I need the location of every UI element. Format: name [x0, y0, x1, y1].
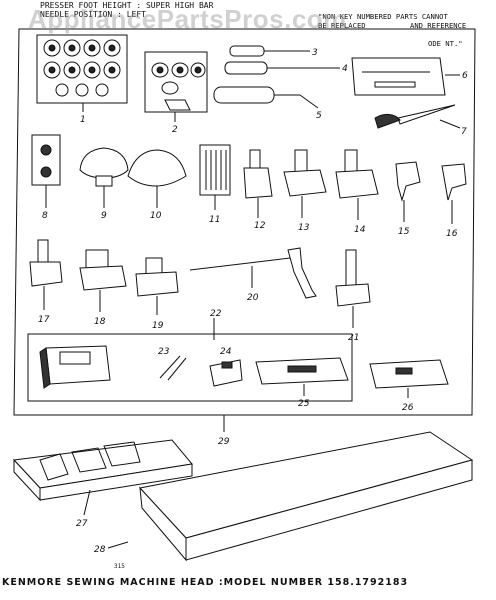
part-4-screwdriver — [224, 61, 340, 75]
label-14: 14 — [354, 225, 366, 235]
part-7-lint-brush — [374, 104, 461, 129]
needle-position-text: NEEDLE POSITION : LEFT — [40, 10, 146, 19]
footer-model-number: KENMORE SEWING MACHINE HEAD :MODEL NUMBE… — [2, 577, 409, 588]
part-13-presser-foot — [283, 149, 327, 218]
small-code: 315 — [114, 563, 125, 570]
label-10: 10 — [150, 211, 162, 221]
part-11-needles — [199, 144, 231, 210]
label-29: 29 — [218, 437, 230, 447]
watermark: AppliancePartsPros.com — [28, 4, 347, 34]
label-17: 17 — [38, 315, 50, 325]
label-28: 28 — [94, 545, 106, 555]
part-14-presser-foot — [335, 149, 379, 220]
label-13: 13 — [298, 223, 310, 233]
label-18: 18 — [94, 317, 106, 327]
part-3-screwdriver — [229, 45, 310, 57]
part-27-accessory-tray — [12, 439, 193, 516]
callout-line-3: AND REFERENCE — [410, 21, 467, 30]
part-25-throat-plate — [255, 357, 349, 396]
part-5-screwdriver — [213, 86, 319, 109]
callout-line-1: "NON KEY NUMBERED PARTS CANNOT — [318, 12, 448, 21]
part-19-presser-foot — [135, 257, 179, 315]
label-6: 6 — [462, 71, 468, 81]
part-20-quilting-guide — [189, 247, 317, 299]
label-11: 11 — [209, 215, 220, 225]
part-18-presser-foot — [79, 249, 127, 312]
part-15-presser-foot — [395, 161, 421, 222]
part-17-presser-foot — [29, 239, 63, 310]
part-8-screws — [31, 134, 61, 208]
part-22-box-contents — [39, 345, 243, 389]
part-2-bobbin-card — [144, 51, 208, 122]
label-3: 3 — [312, 48, 318, 58]
callout-line-2: BE REPLACED — [318, 21, 366, 30]
label-8: 8 — [42, 211, 48, 221]
part-9-spool-cap — [79, 147, 129, 208]
label-19: 19 — [152, 321, 164, 331]
label-25: 25 — [298, 399, 310, 409]
callout-line-4: ODE NT." — [428, 39, 463, 48]
label-21: 21 — [348, 333, 359, 343]
part-6-seam-ripper — [351, 57, 460, 96]
label-26: 26 — [402, 403, 414, 413]
label-20: 20 — [247, 293, 259, 303]
label-7: 7 — [461, 127, 467, 137]
label-15: 15 — [398, 227, 410, 237]
label-5: 5 — [316, 111, 322, 121]
label-16: 16 — [446, 229, 458, 239]
presser-foot-height-text: PRESSER FOOT HEIGHT : SUPER HIGH BAR — [40, 1, 214, 10]
label-24: 24 — [220, 347, 232, 357]
part-21-presser-foot — [335, 249, 371, 328]
part-26-cover-plate — [369, 359, 449, 398]
part-10-spool-cap — [127, 149, 187, 208]
label-12: 12 — [254, 221, 266, 231]
part-28-carrying-cover — [107, 431, 474, 562]
label-9: 9 — [101, 211, 107, 221]
label-23: 23 — [158, 347, 170, 357]
label-2: 2 — [172, 125, 178, 135]
part-12-presser-foot — [243, 149, 273, 218]
label-22: 22 — [210, 309, 222, 319]
parts-box-border — [13, 28, 476, 416]
label-27: 27 — [76, 519, 88, 529]
sub-box-22 — [27, 333, 353, 402]
part-1-bobbins — [36, 34, 128, 112]
label-4: 4 — [342, 64, 348, 74]
part-16-presser-foot — [441, 163, 467, 224]
label-1: 1 — [80, 115, 86, 125]
